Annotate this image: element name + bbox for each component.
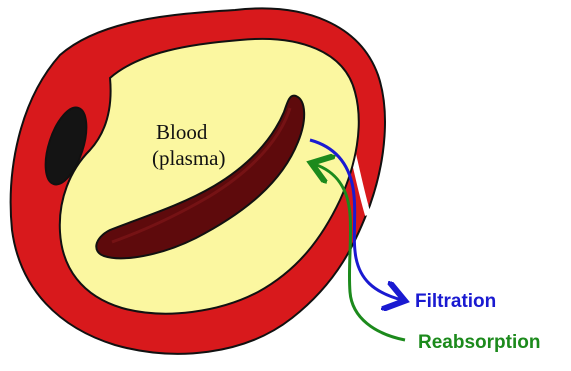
- reabsorption-label: Reabsorption: [418, 332, 540, 353]
- plasma-label: (plasma): [152, 146, 225, 170]
- blood-label: Blood: [156, 120, 208, 144]
- filtration-label: Filtration: [415, 291, 496, 312]
